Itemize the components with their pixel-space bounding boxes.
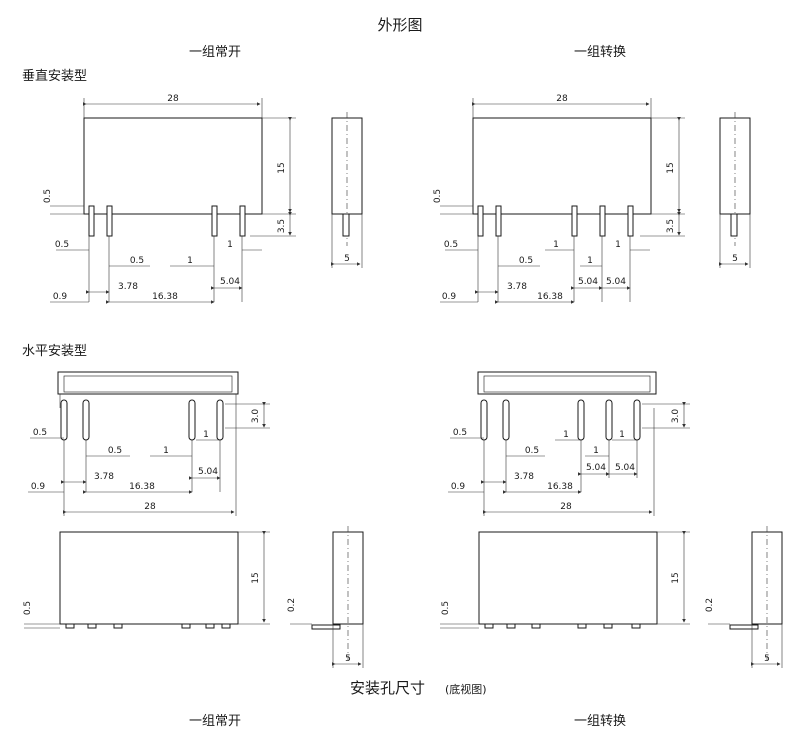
- dim-5-04: 5.04: [220, 277, 240, 287]
- dim-length: 28: [560, 502, 572, 512]
- dim-one-c: 1: [619, 430, 625, 440]
- dim-pin-length: 3.5: [277, 219, 287, 233]
- dim-pin-width-2: 0.5: [525, 446, 539, 456]
- variant-label-right: 一组转换: [574, 45, 626, 60]
- dim-pin-width: 0.5: [33, 428, 47, 438]
- dim-height: 15: [671, 572, 681, 583]
- dim-one-a: 1: [163, 446, 169, 456]
- variant-label-left: 一组常开: [189, 45, 241, 60]
- dim-3-78: 3.78: [507, 282, 527, 292]
- dim-pin-length-h: 3.0: [251, 409, 261, 424]
- dim-0-9: 0.9: [31, 482, 46, 492]
- dim-bend: 0.2: [705, 598, 715, 612]
- section-mounting-note: (底视图): [445, 682, 487, 696]
- horizontal-top-view-right: 3.0 0.5 0.5 1 1 1 5.04 5.04 3.78 0.9 16.…: [448, 371, 690, 516]
- dim-0-9: 0.9: [53, 292, 68, 302]
- dim-standoff: 0.5: [441, 601, 451, 615]
- horizontal-side-view-right: 5 0.2: [705, 526, 783, 668]
- section-mounting: 安装孔尺寸: [350, 679, 425, 697]
- dim-pin-length-h: 3.0: [671, 409, 681, 424]
- vertical-front-view-left: 28 15 3.5 0.5 0.5 0.5 1 1 5.04 3.7: [43, 94, 296, 304]
- dim-3-78: 3.78: [514, 472, 534, 482]
- dim-3-78: 3.78: [118, 282, 138, 292]
- dim-width: 5: [732, 254, 738, 264]
- vertical-side-view-right: 5: [719, 112, 751, 268]
- dim-one-a: 1: [187, 256, 193, 266]
- dim-one-b: 1: [587, 256, 593, 266]
- dim-standoff: 0.5: [23, 601, 33, 615]
- dim-3-78: 3.78: [94, 472, 114, 482]
- dim-5-04-b: 5.04: [606, 277, 626, 287]
- dim-pin-width-2: 0.5: [130, 256, 144, 266]
- horizontal-front-view-left: 15 0.5: [23, 531, 270, 629]
- page-title: 外形图: [377, 16, 422, 34]
- dim-length: 28: [556, 94, 568, 104]
- horizontal-side-view-left: 5 0.2: [287, 526, 364, 668]
- dim-one-a: 1: [563, 430, 569, 440]
- dim-standoff: 0.5: [433, 189, 443, 203]
- dim-width: 5: [345, 654, 351, 664]
- dim-bend: 0.2: [287, 598, 297, 612]
- dim-one-a: 1: [553, 240, 559, 250]
- dim-pin-width-2: 0.5: [519, 256, 533, 266]
- dim-width: 5: [344, 254, 350, 264]
- dim-height: 15: [251, 572, 261, 583]
- dim-5-04-b: 5.04: [615, 463, 635, 473]
- dim-5-04: 5.04: [198, 467, 218, 477]
- dim-pin-width-2: 0.5: [108, 446, 122, 456]
- dim-pin-width: 0.5: [55, 240, 69, 250]
- dim-one-c: 1: [615, 240, 621, 250]
- dim-one-b: 1: [227, 240, 233, 250]
- variant-label-right-bottom: 一组转换: [574, 714, 626, 729]
- dim-16-38: 16.38: [537, 292, 563, 302]
- dim-0-9: 0.9: [442, 292, 457, 302]
- dim-5-04-a: 5.04: [586, 463, 606, 473]
- horizontal-front-view-right: 15 0.5: [440, 531, 690, 629]
- dim-one-b: 1: [593, 446, 599, 456]
- dim-pin-width: 0.5: [444, 240, 458, 250]
- dim-width: 5: [764, 654, 770, 664]
- vertical-front-view-right: 28 15 3.5 0.5 0.5 0.5 1 1 1 5.04 5.04: [433, 94, 685, 304]
- section-vertical: 垂直安装型: [22, 69, 87, 84]
- dim-height: 15: [666, 162, 676, 173]
- dim-pin-width: 0.5: [453, 428, 467, 438]
- horizontal-top-view-left: 3.0 0.5 0.5 1 1 5.04 3.78 0.9 16.38 28: [28, 371, 270, 516]
- vertical-side-view-left: 5: [331, 112, 363, 268]
- dim-16-38: 16.38: [129, 482, 155, 492]
- dim-0-9: 0.9: [451, 482, 466, 492]
- dim-height: 15: [277, 162, 287, 173]
- dim-5-04-a: 5.04: [578, 277, 598, 287]
- dim-standoff: 0.5: [43, 189, 53, 203]
- dim-16-38: 16.38: [152, 292, 178, 302]
- dim-16-38: 16.38: [547, 482, 573, 492]
- dim-pin-length: 3.5: [666, 219, 676, 233]
- dim-length: 28: [144, 502, 156, 512]
- dim-one-b: 1: [203, 430, 209, 440]
- dim-length: 28: [167, 94, 179, 104]
- section-horizontal: 水平安装型: [22, 344, 87, 359]
- variant-label-left-bottom: 一组常开: [189, 714, 241, 729]
